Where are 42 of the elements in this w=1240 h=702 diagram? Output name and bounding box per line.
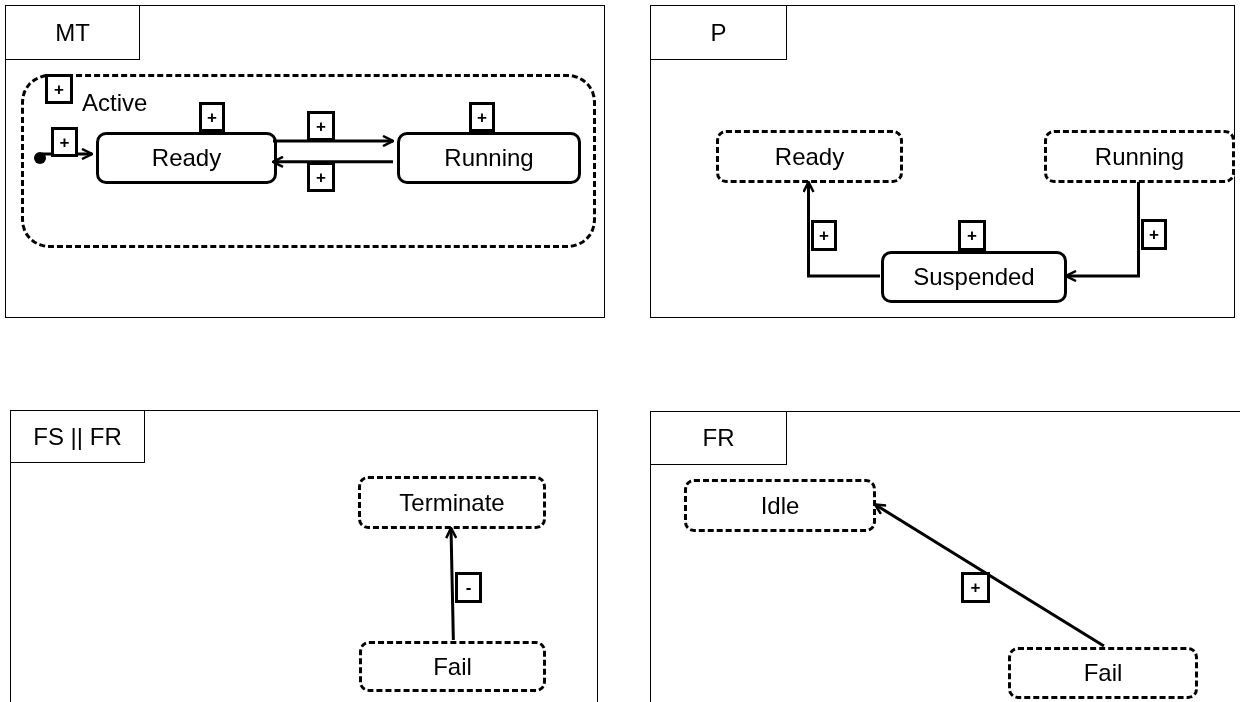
diagram-frame bbox=[650, 411, 1240, 702]
state-box bbox=[684, 479, 876, 532]
state-label: Idle bbox=[759, 490, 801, 521]
state-label: Ready bbox=[150, 143, 223, 173]
frame-tab: FS || FR bbox=[10, 410, 145, 463]
state-label: Suspended bbox=[912, 262, 1036, 292]
edge-label: + bbox=[961, 572, 990, 603]
edge-label: + bbox=[811, 220, 837, 251]
transition-arrow bbox=[271, 155, 393, 169]
state-label: Running bbox=[1093, 141, 1186, 172]
state-box bbox=[358, 476, 546, 529]
frame-tab: FR bbox=[650, 411, 787, 465]
state-tag: + bbox=[199, 102, 225, 132]
diagram-frame bbox=[10, 410, 598, 702]
transition-arrow bbox=[444, 526, 458, 641]
frame-tab: MT bbox=[5, 5, 140, 60]
transition-arrow bbox=[873, 503, 1105, 648]
transition-arrow bbox=[802, 180, 880, 278]
transition-arrow bbox=[1064, 182, 1140, 283]
composite-state bbox=[21, 74, 596, 248]
state-label: Ready bbox=[773, 141, 846, 172]
state-tag: + bbox=[469, 102, 495, 132]
state-tag: + bbox=[958, 220, 986, 251]
diagram-frame bbox=[650, 5, 1235, 318]
state-label: Fail bbox=[1082, 658, 1124, 688]
state-label: Terminate bbox=[398, 487, 506, 518]
diagram-frame bbox=[5, 5, 605, 318]
region-label: Active bbox=[82, 91, 148, 115]
state-box bbox=[1044, 130, 1235, 183]
edge-label: + bbox=[51, 127, 78, 157]
edge-label: - bbox=[455, 572, 482, 603]
state-label: Running bbox=[443, 143, 535, 173]
edge-label: + bbox=[307, 162, 335, 192]
state-box bbox=[1008, 647, 1198, 699]
transition-arrow bbox=[273, 134, 395, 148]
state-box bbox=[359, 641, 546, 692]
state-box bbox=[716, 130, 903, 183]
state-label: Fail bbox=[432, 651, 473, 682]
state-tag: + bbox=[45, 74, 73, 104]
frame-tab: P bbox=[650, 5, 787, 60]
edge-label: + bbox=[1141, 219, 1167, 250]
edge-label: + bbox=[307, 111, 335, 141]
